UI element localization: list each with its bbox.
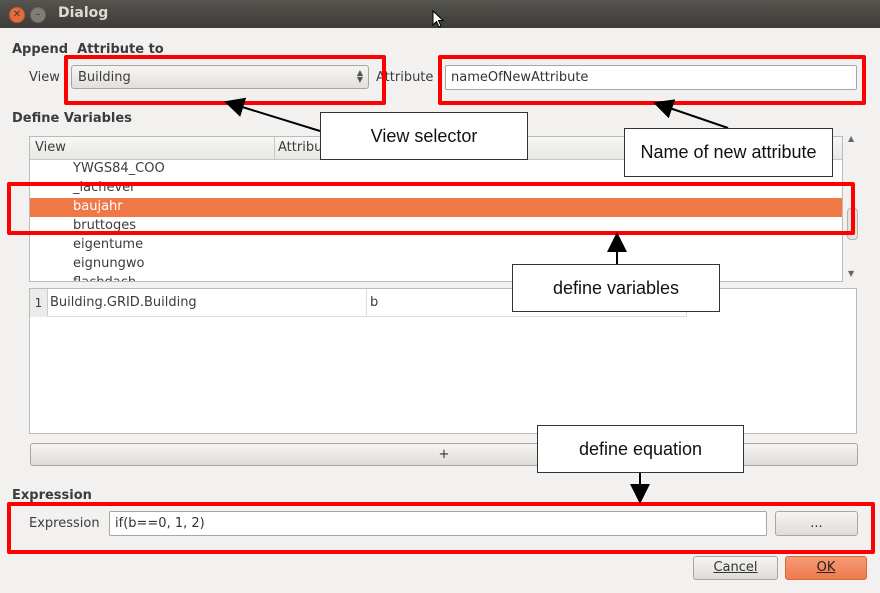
highlight-expression [7, 502, 875, 554]
attribute-name-input[interactable]: nameOfNewAttribute [445, 65, 857, 90]
tree-row-label: YWGS84_COO [73, 161, 165, 176]
tree-row[interactable]: eigentume [30, 236, 842, 255]
tree-row-label: flachdach [73, 275, 136, 281]
tree-row[interactable]: YWGS84_COO [30, 160, 842, 179]
view-label: View [29, 70, 60, 85]
tree-row-selected[interactable]: baujahr [30, 198, 842, 217]
tree-row[interactable]: bruttoges [30, 217, 842, 236]
variables-table[interactable]: 1 Building.GRID.Building b [29, 288, 857, 434]
close-icon[interactable]: ✕ [9, 7, 25, 23]
callout-define-variables: define variables [512, 264, 720, 312]
row-number: 1 [30, 289, 48, 317]
spin-arrows-icon: ▲▼ [356, 68, 363, 84]
view-select-value: Building [78, 70, 131, 85]
expression-section-label: Expression [12, 488, 92, 503]
tree-row-label: baujahr [73, 199, 123, 214]
window-title: Dialog [58, 5, 109, 21]
tree-row-label: bruttoges [73, 218, 137, 233]
column-header-attribute[interactable]: Attribu [278, 140, 323, 155]
ok-button[interactable]: OK [785, 556, 867, 580]
highlight-attribute-name [438, 55, 866, 105]
callout-new-attribute: Name of new attribute [624, 128, 833, 177]
tree-row[interactable]: flachdach [30, 274, 842, 281]
scroll-down-icon[interactable]: ▼ [848, 269, 855, 278]
tree-row-label: eigentume [73, 237, 144, 252]
column-header-view[interactable]: View [35, 140, 66, 155]
expression-label: Expression [29, 516, 100, 531]
table-cell-view[interactable]: Building.GRID.Building [47, 289, 367, 317]
minimize-icon[interactable]: – [30, 7, 46, 23]
tree-row-label: eignungwo [73, 256, 145, 271]
highlight-variables [7, 182, 855, 235]
callout-view-selector: View selector [320, 112, 528, 160]
attribute-label: Attribute [376, 70, 434, 85]
tree-row[interactable]: eignungwo [30, 255, 842, 274]
cancel-button[interactable]: Cancel [693, 556, 778, 580]
append-section-label: Append Attribute to [12, 42, 164, 57]
browse-button[interactable]: ... [775, 511, 858, 536]
highlight-view-selector [64, 55, 386, 105]
column-divider [274, 137, 275, 159]
callout-define-equation: define equation [537, 425, 744, 473]
mouse-cursor-icon [432, 10, 444, 28]
view-select[interactable]: Building ▲▼ [71, 65, 369, 89]
define-variables-label: Define Variables [12, 111, 132, 126]
scroll-up-icon[interactable]: ▲ [848, 134, 855, 143]
expression-input[interactable]: if(b==0, 1, 2) [109, 511, 767, 536]
